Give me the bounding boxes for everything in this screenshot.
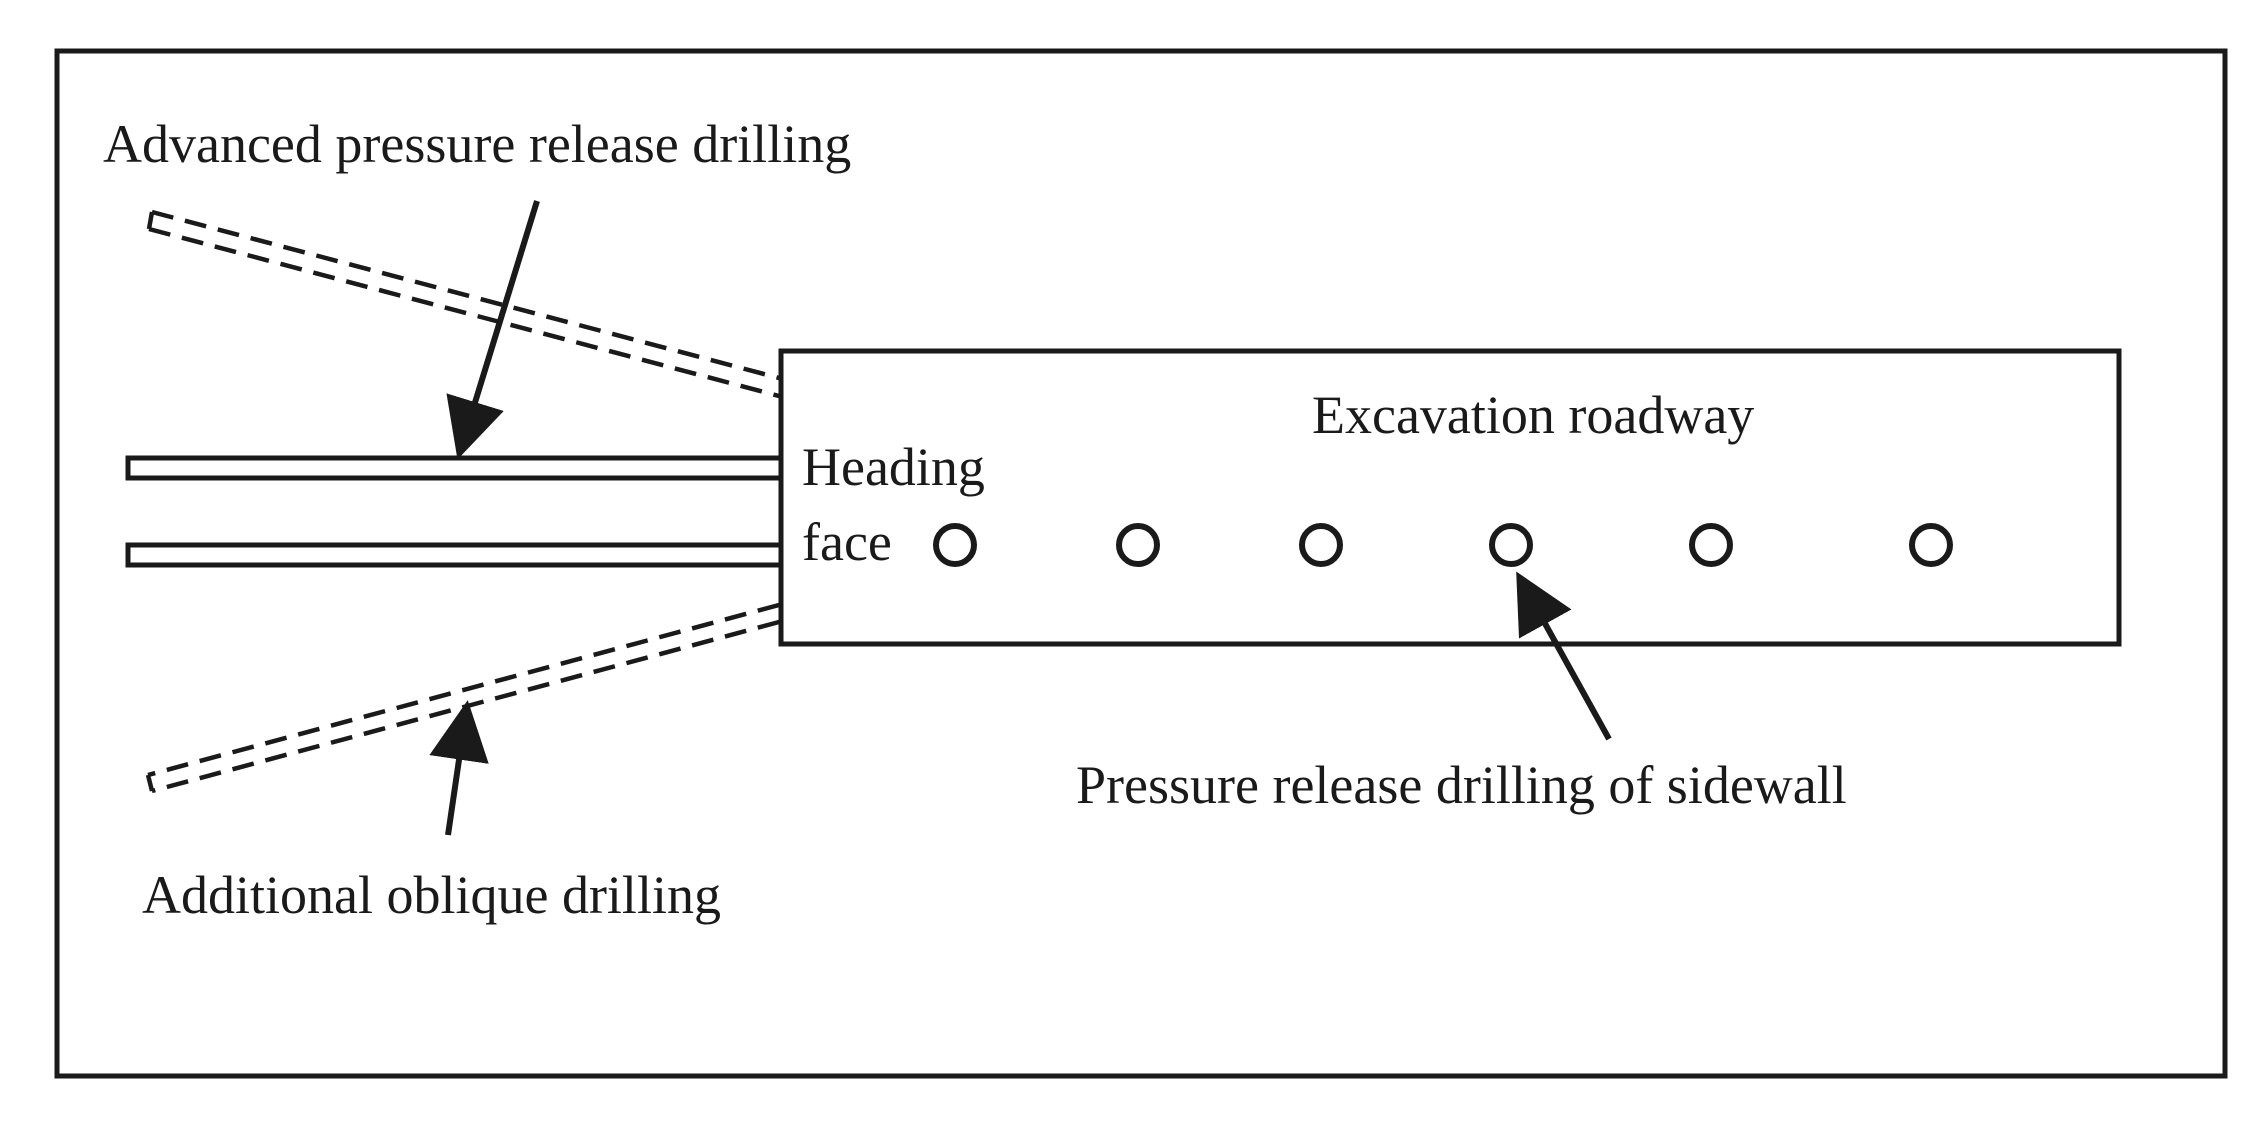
advanced-borehole-lower xyxy=(125,542,784,568)
arrow-additional xyxy=(429,700,489,836)
sidewall-holes xyxy=(933,523,1953,567)
sidewall-hole xyxy=(1299,523,1343,567)
excavation-roadway xyxy=(778,348,2122,647)
figure-frame xyxy=(54,48,2228,1079)
label-sidewall-drilling: Pressure release drilling of sidewall xyxy=(1076,755,1847,815)
arrow-sidewall xyxy=(1516,571,1612,741)
sidewall-hole xyxy=(1909,523,1953,567)
advanced-borehole-upper xyxy=(125,455,784,481)
label-heading-face-line1: Heading xyxy=(802,437,985,497)
sidewall-hole xyxy=(1689,523,1733,567)
sidewall-hole xyxy=(933,523,977,567)
label-advanced-drilling: Advanced pressure release drilling xyxy=(103,114,851,174)
arrow-advanced xyxy=(446,200,540,460)
sidewall-hole xyxy=(1116,523,1160,567)
oblique-borehole-lower xyxy=(145,602,780,794)
sidewall-hole xyxy=(1489,523,1533,567)
label-heading-face-line2: face xyxy=(802,512,892,572)
oblique-borehole-upper xyxy=(146,209,780,399)
label-excavation-roadway: Excavation roadway xyxy=(1312,385,1754,445)
label-additional-drilling: Additional oblique drilling xyxy=(142,865,721,925)
